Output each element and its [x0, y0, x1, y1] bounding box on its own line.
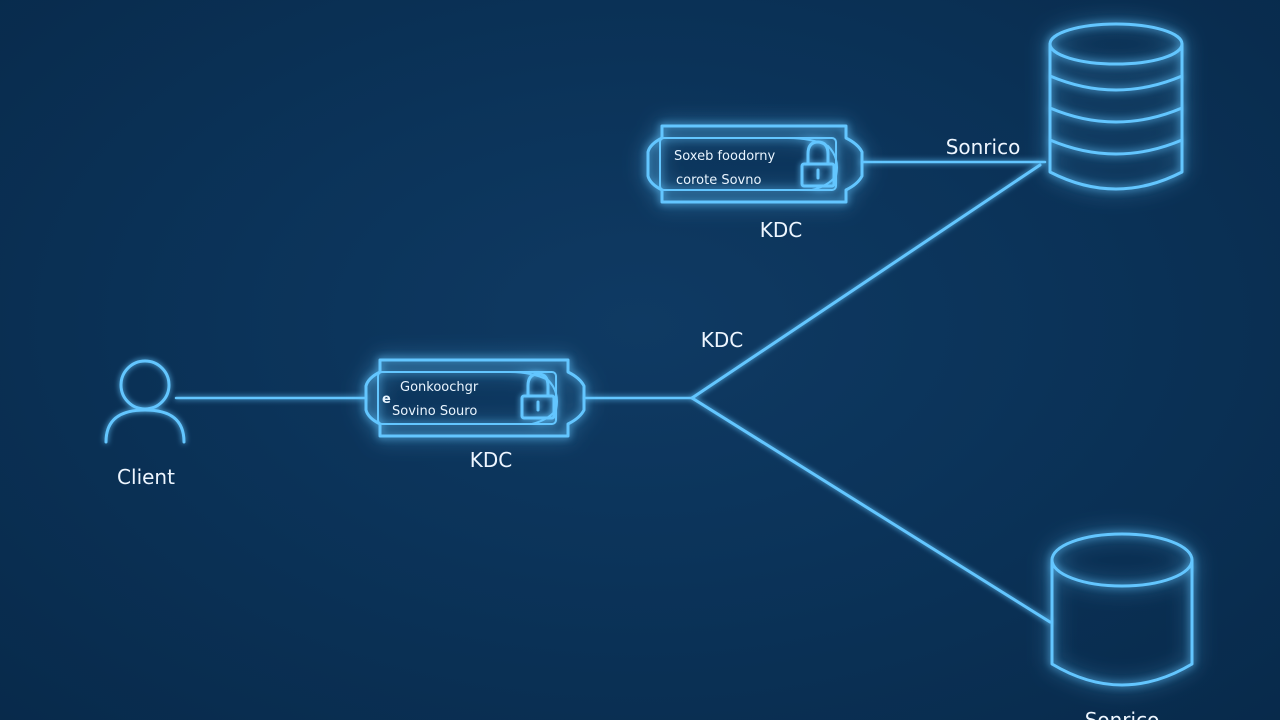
ticket-lower-line1: Gonkoochgr	[400, 380, 479, 395]
padlock-icon-lower	[520, 372, 556, 420]
padlock-icon-upper	[800, 140, 836, 188]
kdc-label-upper-ticket: KDC	[760, 218, 802, 242]
ticket-lower-badge: e	[382, 392, 391, 407]
database-icon-top	[1048, 22, 1184, 191]
ticket-upper-line2: corote Sovno	[676, 173, 761, 188]
kdc-label-lower-ticket: KDC	[470, 448, 512, 472]
service-bottom-label: Sonrico	[1085, 708, 1160, 720]
client-label: Client	[117, 465, 175, 489]
kdc-junction-label: KDC	[701, 328, 743, 352]
service-top-label: Sonrico	[946, 135, 1021, 159]
kdc-to-bottom-service-line	[690, 396, 1052, 624]
ticket-upper-line1: Soxeb foodorny	[674, 149, 776, 164]
ticket-lower-line2: Sovino Souro	[392, 404, 477, 419]
user-icon	[104, 359, 186, 444]
database-icon-bottom	[1050, 532, 1194, 687]
kdc-to-top-service-line	[690, 163, 1042, 400]
ticket-icon-lower	[364, 358, 586, 438]
